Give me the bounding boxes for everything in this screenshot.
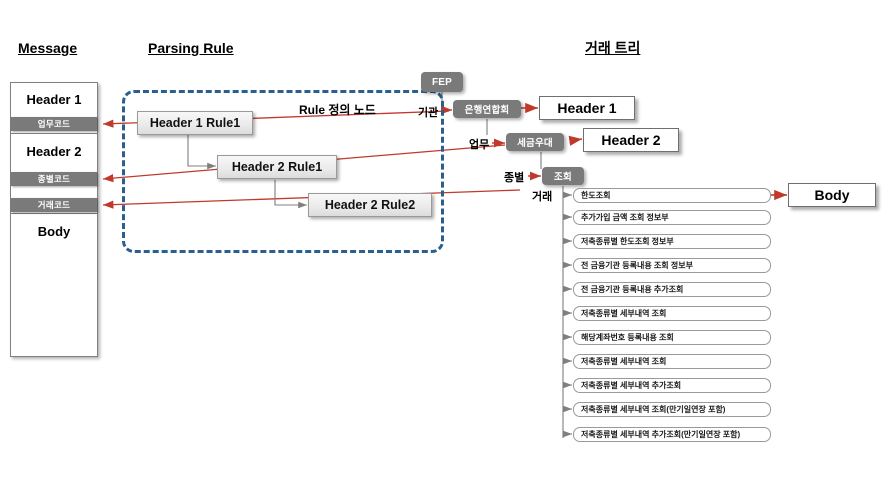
rule-node-header2-rule1[interactable]: Header 2 Rule1 <box>217 155 337 179</box>
transaction-row[interactable]: 한도조회 <box>573 188 771 203</box>
message-section-header1: Header 1 <box>26 92 82 107</box>
parsing-rule-caption: Rule 정의 노드 <box>299 103 376 117</box>
transaction-row[interactable]: 저축종류별 세부내역 추가조회 <box>573 378 771 393</box>
edge-label-upmu: 업무 <box>469 139 490 151</box>
column-title-transaction-tree: 거래 트리 <box>585 40 641 56</box>
edge-label-georae: 거래 <box>532 191 553 203</box>
rule-node-header2-rule2[interactable]: Header 2 Rule2 <box>308 193 432 217</box>
tree-node-bank-federation[interactable]: 은행연합회 <box>453 100 521 118</box>
tree-node-inquiry[interactable]: 조회 <box>542 167 584 185</box>
code-band-upmu: 업무코드 <box>11 117 97 131</box>
transaction-row[interactable]: 저축종류별 세부내역 조회 <box>573 306 771 321</box>
transaction-row[interactable]: 전 금융기관 등록내용 추가조회 <box>573 282 771 297</box>
transaction-row[interactable]: 전 금융기관 등록내용 조회 정보부 <box>573 258 771 273</box>
tree-node-fep[interactable]: FEP <box>421 72 463 92</box>
edge-label-jongbyeol: 종별 <box>504 172 525 184</box>
message-section-header2: Header 2 <box>26 144 82 159</box>
column-title-message: Message <box>18 40 78 56</box>
parsing-rule-region <box>122 90 444 253</box>
transaction-row[interactable]: 저축종류별 세부내역 추가조회(만기일연장 포함) <box>573 427 771 442</box>
rule-node-header1-rule1[interactable]: Header 1 Rule1 <box>137 111 253 135</box>
transaction-row[interactable]: 해당계좌번호 등록내용 조회 <box>573 330 771 345</box>
result-box-header1: Header 1 <box>539 96 635 120</box>
message-divider-2 <box>11 213 97 214</box>
result-box-body: Body <box>788 183 876 207</box>
code-band-georae: 거래코드 <box>11 198 97 212</box>
transaction-row[interactable]: 저축종류별 세부내역 조회 <box>573 354 771 369</box>
transaction-row[interactable]: 저축종류별 한도조회 정보부 <box>573 234 771 249</box>
message-section-body: Body <box>37 224 71 239</box>
transaction-row[interactable]: 저축종류별 세부내역 조회(만기일연장 포함) <box>573 402 771 417</box>
column-title-parsing-rule: Parsing Rule <box>148 40 234 56</box>
result-box-header2: Header 2 <box>583 128 679 152</box>
code-band-jongbyeol: 종별코드 <box>11 172 97 186</box>
message-divider-1 <box>11 133 97 134</box>
transaction-row[interactable]: 추가가입 금액 조회 정보부 <box>573 210 771 225</box>
tree-node-tax-benefit[interactable]: 세금우대 <box>506 133 564 151</box>
edge-label-gigwan: 기관 <box>418 107 439 119</box>
